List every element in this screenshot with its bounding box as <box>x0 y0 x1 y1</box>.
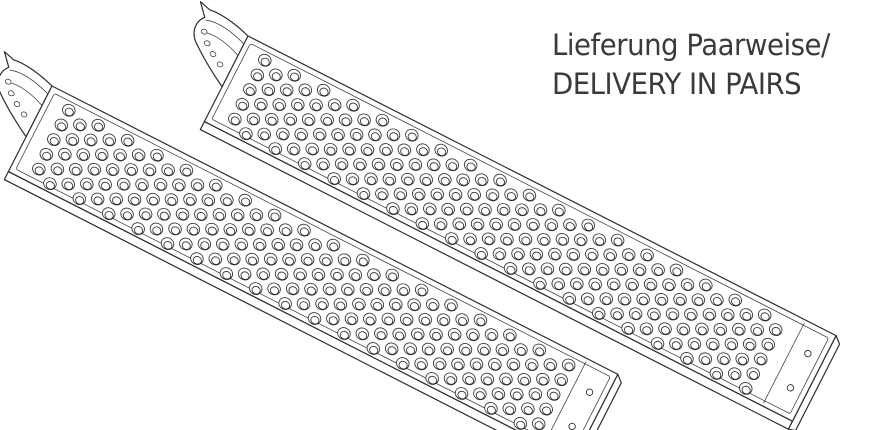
rear-ramp-drawing <box>193 1 841 430</box>
pair-delivery-note-german: Lieferung Paarweise/ <box>552 28 830 62</box>
front-ramp-drawing <box>0 51 622 430</box>
pair-delivery-note: Lieferung Paarweise/ DELIVERY IN PAIRS <box>552 26 830 104</box>
pair-delivery-note-english: DELIVERY IN PAIRS <box>552 67 802 101</box>
